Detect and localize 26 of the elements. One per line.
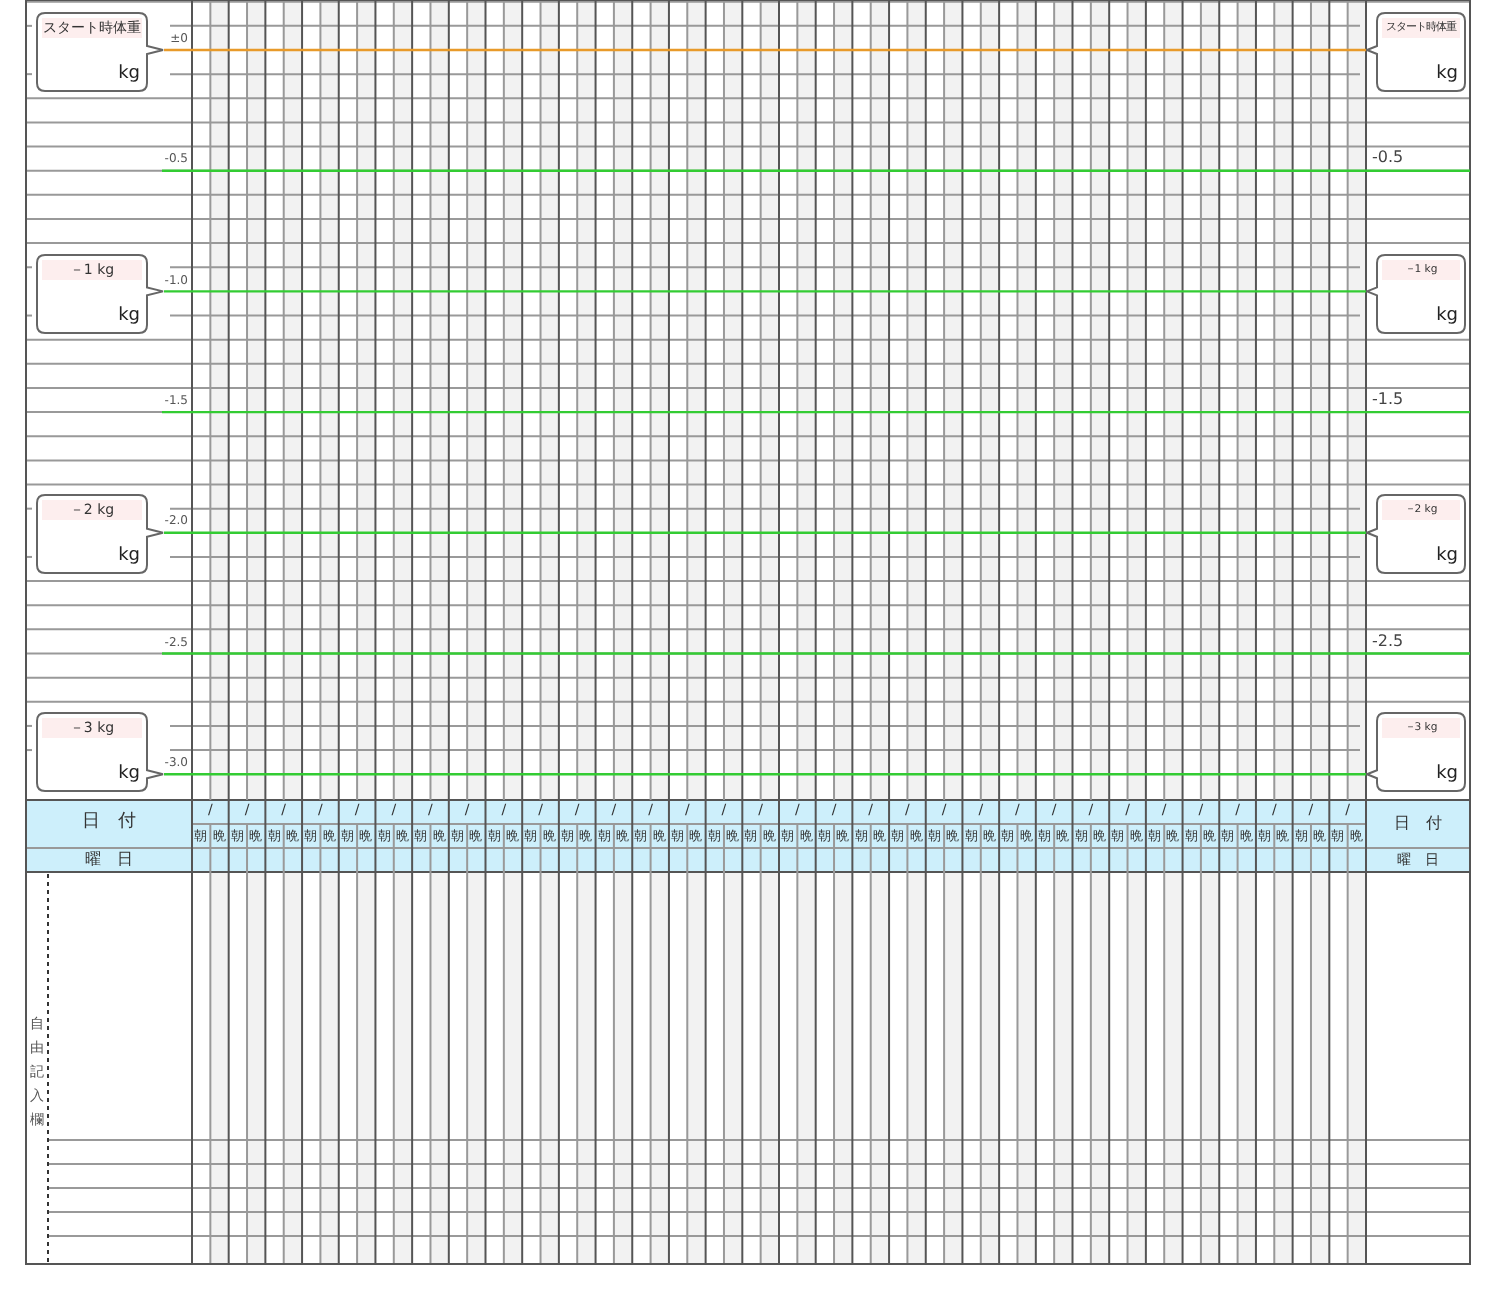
connector-line bbox=[164, 773, 1366, 776]
header-label: 日 付 bbox=[80, 814, 138, 832]
connector-line bbox=[164, 48, 1366, 52]
callout-bubble bbox=[36, 494, 164, 574]
callout-bubble bbox=[1366, 254, 1466, 334]
callout-bubble bbox=[36, 712, 164, 792]
callout-bubble bbox=[36, 254, 164, 334]
header-label: 曜 日 bbox=[83, 852, 135, 868]
unit-text: kg bbox=[118, 308, 140, 326]
unit-text: kg bbox=[1436, 766, 1458, 784]
scale-label: -1.5 bbox=[1372, 392, 1404, 409]
unit-text: kg bbox=[1436, 548, 1458, 566]
callout-bubble bbox=[36, 12, 164, 92]
connector-line bbox=[164, 531, 1366, 534]
callout-bubble bbox=[1366, 712, 1466, 792]
callout-bubble bbox=[1366, 494, 1466, 574]
connector-line bbox=[164, 290, 1366, 293]
unit-text: kg bbox=[118, 548, 140, 566]
unit-text: kg bbox=[1436, 308, 1458, 326]
unit-text: kg bbox=[118, 766, 140, 784]
scale-label: -0.5 bbox=[1372, 150, 1404, 167]
header-label: 日 付 bbox=[1392, 816, 1444, 832]
unit-text: kg bbox=[118, 66, 140, 84]
unit-text: kg bbox=[1436, 66, 1458, 84]
callout-bubble bbox=[1366, 12, 1466, 92]
scale-label: -2.5 bbox=[1372, 633, 1404, 650]
